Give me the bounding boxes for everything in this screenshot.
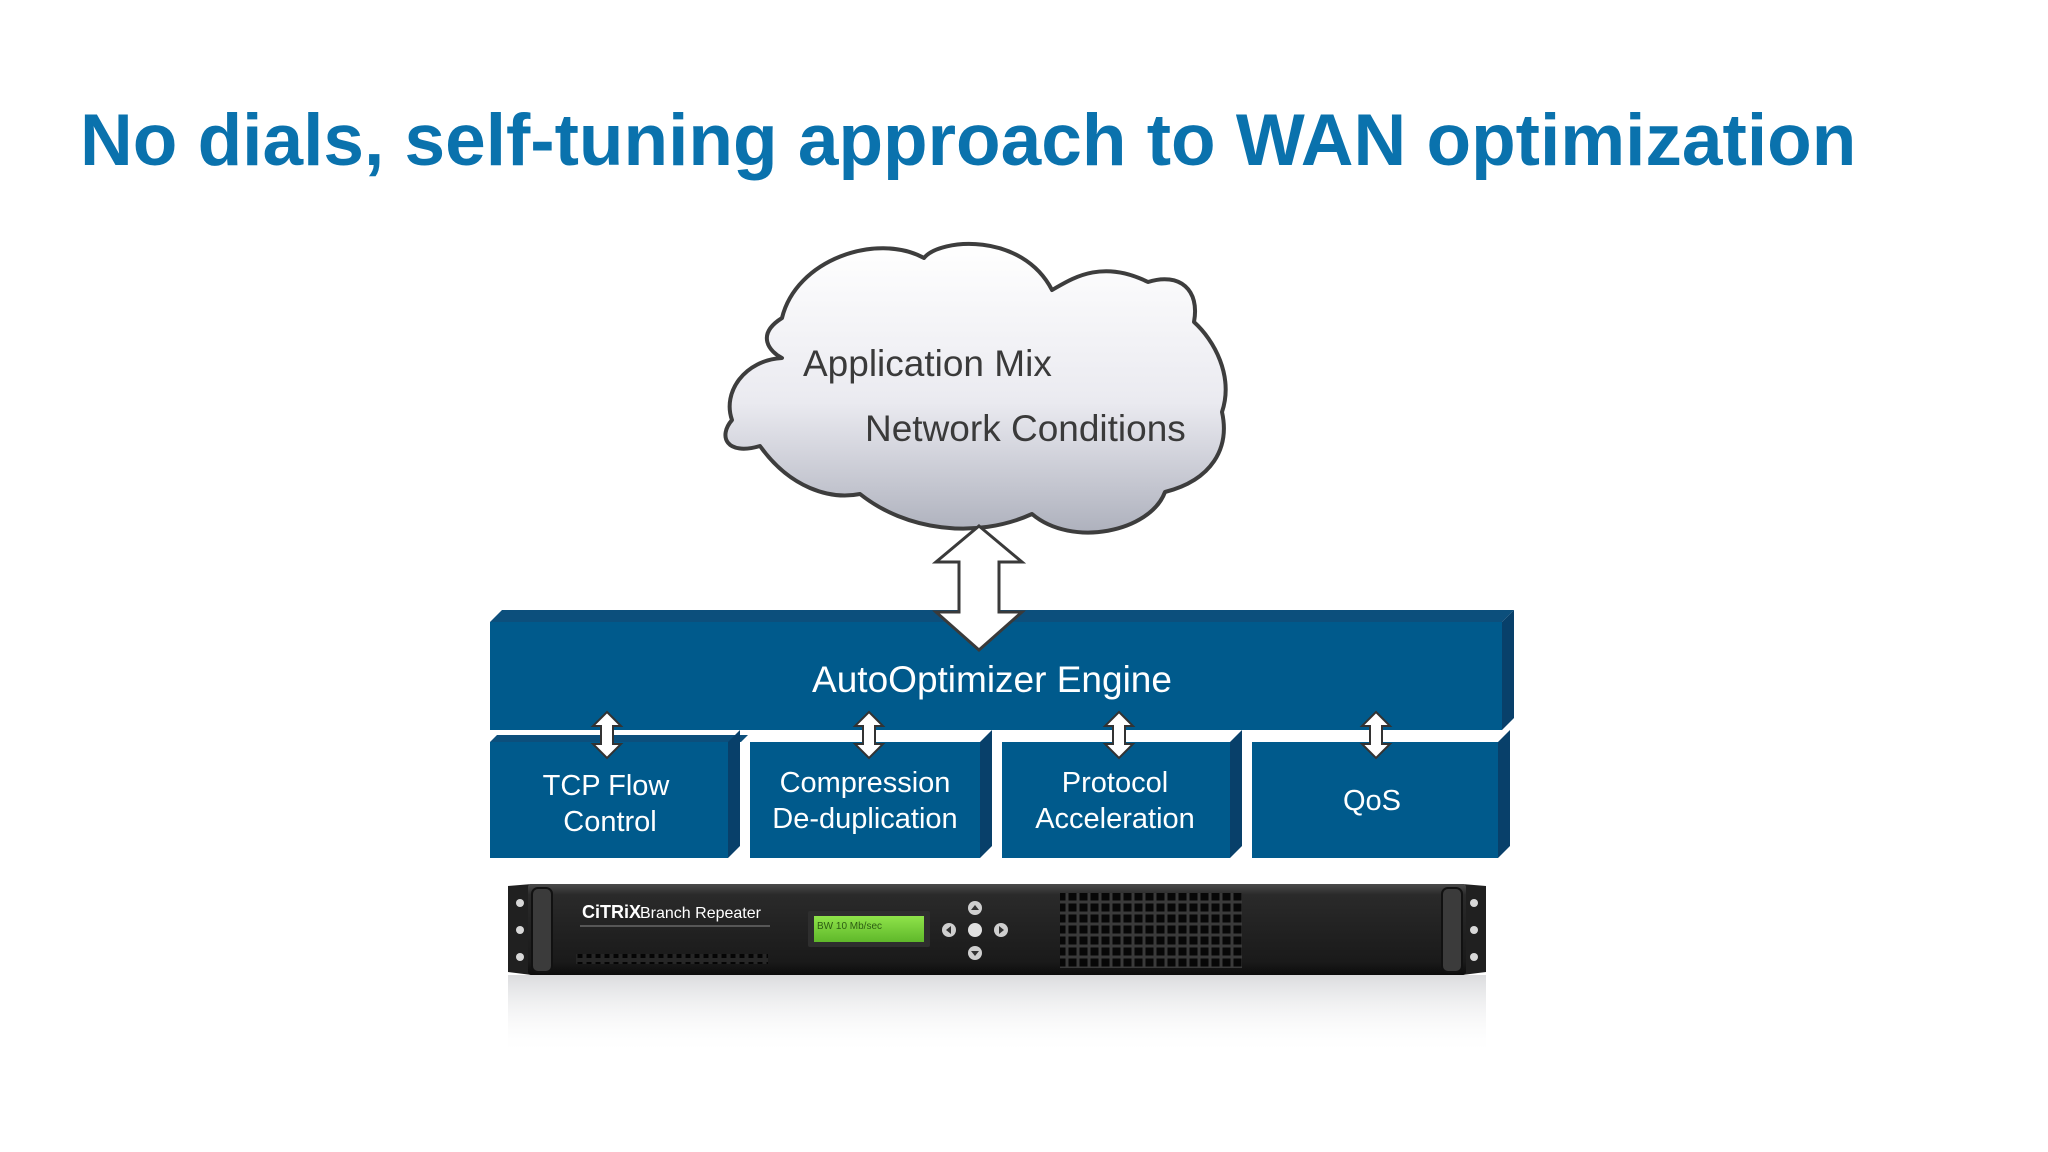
module-front-face — [490, 742, 728, 858]
rack-hole-icon — [516, 953, 524, 961]
appliance-brand-logo: CiTRiX — [582, 902, 641, 922]
module-arrow-qos — [1359, 710, 1393, 760]
engine-side-face — [1502, 610, 1514, 730]
module-side-face — [1230, 730, 1242, 858]
module-side-face — [728, 730, 740, 858]
chevron-up-icon — [971, 905, 979, 910]
module-label-line2: Control — [563, 806, 657, 838]
chevron-left-icon — [946, 926, 951, 934]
module-arrow-compression — [852, 710, 886, 760]
module-side-face — [980, 730, 992, 858]
module-arrow-tcp — [590, 710, 624, 760]
module-qos: QoS — [1252, 730, 1510, 858]
navigation-pad[interactable] — [942, 901, 1008, 960]
lcd-readout: BW 10 Mb/sec — [817, 921, 882, 932]
module-label-line2: Acceleration — [1035, 803, 1195, 835]
module-label-line1: Protocol — [1062, 767, 1168, 799]
cloud-engine-double-arrow — [931, 524, 1027, 653]
rack-hole-icon — [516, 899, 524, 907]
module-label-line1: Compression — [780, 767, 951, 799]
rack-hole-icon — [516, 926, 524, 934]
module-side-face — [1498, 730, 1510, 858]
module-top-face — [490, 735, 748, 742]
engine-front-face — [490, 622, 1502, 730]
appliance-model-label: Branch Repeater — [640, 905, 762, 922]
appliance-reflection — [508, 975, 1486, 1055]
module-front-face — [1252, 742, 1498, 858]
module-protocol-acceleration: Protocol Acceleration — [1002, 730, 1242, 858]
chevron-down-icon — [971, 951, 979, 956]
rack-hole-icon — [1470, 926, 1478, 934]
front-slot-strip — [576, 954, 768, 964]
cloud: Application Mix Network Conditions — [723, 241, 1228, 535]
chevron-right-icon — [999, 926, 1004, 934]
double-arrow-icon — [590, 710, 624, 760]
handle-right — [1441, 887, 1463, 973]
module-label-line2: De-duplication — [772, 803, 957, 835]
lcd-display — [814, 916, 924, 942]
module-front-face — [1002, 742, 1230, 858]
branch-repeater-appliance: CiTRiX Branch Repeater BW 10 Mb/sec — [508, 884, 1486, 1055]
double-arrow-icon — [1102, 710, 1136, 760]
handle-left — [531, 887, 553, 973]
double-arrow-icon — [1359, 710, 1393, 760]
engine-label: AutoOptimizer Engine — [812, 659, 1172, 700]
module-label: QoS — [1343, 785, 1401, 817]
autooptimizer-engine-block: AutoOptimizer Engine — [490, 610, 1514, 730]
module-compression-deduplication: Compression De-duplication — [750, 730, 992, 858]
module-arrow-protocol — [1102, 710, 1136, 760]
cloud-label-network-conditions: Network Conditions — [865, 408, 1186, 449]
module-tcp-flow-control: TCP Flow Control — [490, 730, 748, 858]
cloud-shape — [723, 241, 1228, 535]
double-arrow-icon — [931, 524, 1027, 653]
vent-grille — [1060, 893, 1242, 968]
nav-ok-button[interactable] — [968, 923, 982, 937]
rack-hole-icon — [1470, 953, 1478, 961]
rack-hole-icon — [1470, 899, 1478, 907]
module-label-line1: TCP Flow — [543, 770, 671, 802]
slide-title: No dials, self-tuning approach to WAN op… — [80, 100, 1857, 181]
cloud-label-application-mix: Application Mix — [803, 343, 1052, 384]
module-front-face — [750, 742, 980, 858]
double-arrow-icon — [852, 710, 886, 760]
